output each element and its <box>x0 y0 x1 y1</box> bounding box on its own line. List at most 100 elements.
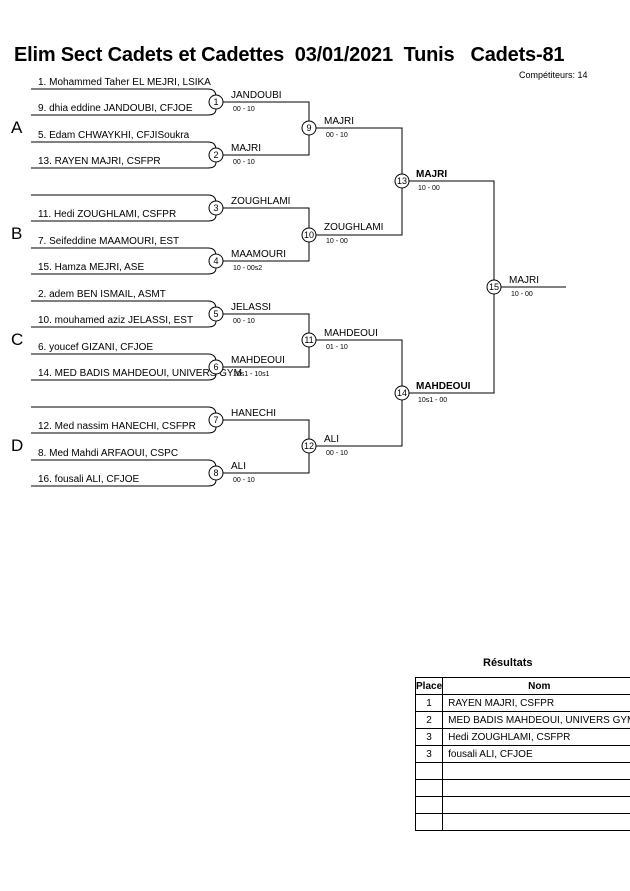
competitors-count: Compétiteurs: 14 <box>519 70 588 80</box>
match-winner: HANECHI <box>231 408 276 419</box>
competitor-entry: 5. Edam CHWAYKHI, CFJISoukra <box>38 130 190 141</box>
result-name <box>442 779 630 797</box>
match-number-circle <box>394 385 410 401</box>
result-name: MED BADIS MAHDEOUI, UNIVERS GYM <box>442 711 630 729</box>
results-header-row: Place Nom <box>414 677 630 695</box>
table-row: 1 RAYEN MAJRI, CSFPR <box>414 694 630 712</box>
result-name: fousali ALI, CFJOE <box>442 745 630 763</box>
match-number-circle <box>208 253 224 269</box>
pool-label: C <box>11 330 23 349</box>
match-score: 00 - 10 <box>233 106 255 113</box>
result-place <box>414 779 444 797</box>
table-row: 2 MED BADIS MAHDEOUI, UNIVERS GYM <box>414 711 630 729</box>
result-name: Hedi ZOUGHLAMI, CSFPR <box>442 728 630 746</box>
match-winner: MAJRI <box>324 116 354 127</box>
match-number: 1 <box>213 97 218 107</box>
table-row <box>414 779 630 797</box>
match-number-circle <box>208 465 224 481</box>
competitor-entry: 15. Hamza MEJRI, ASE <box>38 262 144 273</box>
result-place: 3 <box>414 728 444 746</box>
match-winner: JANDOUBI <box>231 90 282 101</box>
results-table: Place Nom 1 RAYEN MAJRI, CSFPR 2 MED BAD… <box>414 677 630 831</box>
page-title: Elim Sect Cadets et Cadettes 03/01/2021 … <box>14 44 565 66</box>
match-number-circle <box>208 147 224 163</box>
competitor-entry: 8. Med Mahdi ARFAOUI, CSPC <box>38 448 178 459</box>
match-number-circle <box>301 438 317 454</box>
match-number-circle <box>301 120 317 136</box>
match-winner: MAJRI <box>416 169 447 180</box>
result-place <box>414 796 444 814</box>
competitor-entry: 10. mouhamed aziz JELASSI, EST <box>38 315 193 326</box>
result-name <box>442 796 630 814</box>
match-winner: ZOUGHLAMI <box>324 222 383 233</box>
match-score: 01 - 10 <box>326 344 348 351</box>
result-place <box>414 813 444 831</box>
match-number: 14 <box>397 388 407 398</box>
match-winner: ALI <box>231 461 246 472</box>
result-place <box>414 762 444 780</box>
match-score: 10 - 00 <box>418 185 440 192</box>
match-winner: MAHDEOUI <box>231 355 285 366</box>
match-score: 10s1 - 10s1 <box>233 371 270 378</box>
result-place: 3 <box>414 745 444 763</box>
table-row <box>414 813 630 831</box>
match-winner: ALI <box>324 434 339 445</box>
table-row <box>414 762 630 780</box>
match-score: 00 - 10 <box>326 450 348 457</box>
pool-label: B <box>11 224 22 243</box>
match-number: 12 <box>304 441 314 451</box>
match-score: 10 - 00s2 <box>233 265 262 272</box>
match-number-circle <box>208 306 224 322</box>
table-row: 3 Hedi ZOUGHLAMI, CSFPR <box>414 728 630 746</box>
competitor-entry: 11. Hedi ZOUGHLAMI, CSFPR <box>38 209 176 220</box>
match-number-circle <box>208 200 224 216</box>
competitor-entry: 2. adem BEN ISMAIL, ASMT <box>38 289 166 300</box>
match-number: 10 <box>304 230 314 240</box>
column-header-place: Place <box>414 677 444 695</box>
match-number-circle <box>208 412 224 428</box>
match-number-circle <box>301 227 317 243</box>
match-winner: MAHDEOUI <box>416 381 471 392</box>
match-score: 00 - 10 <box>233 477 255 484</box>
match-winner: MAJRI <box>509 275 539 286</box>
match-winner: MAAMOURI <box>231 249 286 260</box>
competitor-entry: 7. Seifeddine MAAMOURI, EST <box>38 236 179 247</box>
match-score: 10s1 - 00 <box>418 397 447 404</box>
match-score: 00 - 10 <box>326 132 348 139</box>
competitor-entry: 14. MED BADIS MAHDEOUI, UNIVERS GYM <box>38 368 242 379</box>
match-number-circle <box>208 359 224 375</box>
competitor-entry: 12. Med nassim HANECHI, CSFPR <box>38 421 196 432</box>
match-number: 13 <box>397 176 407 186</box>
match-score: 00 - 10 <box>233 159 255 166</box>
competitor-entry: 9. dhia eddine JANDOUBI, CFJOE <box>38 103 193 114</box>
pool-label: A <box>11 118 23 137</box>
competitor-entry: 16. fousali ALI, CFJOE <box>38 474 139 485</box>
match-number: 8 <box>213 468 218 478</box>
result-name <box>442 762 630 780</box>
competitor-entry: 6. youcef GIZANI, CFJOE <box>38 342 153 353</box>
match-winner: MAHDEOUI <box>324 328 378 339</box>
match-number: 9 <box>306 123 311 133</box>
table-row <box>414 796 630 814</box>
match-number-circle <box>208 94 224 110</box>
match-number: 2 <box>213 150 218 160</box>
match-number: 7 <box>213 415 218 425</box>
match-score: 00 - 10 <box>233 318 255 325</box>
match-number-circle <box>394 173 410 189</box>
match-winner: ZOUGHLAMI <box>231 196 290 207</box>
column-header-name: Nom <box>442 677 630 695</box>
competitor-entry: 13. RAYEN MAJRI, CSFPR <box>38 156 161 167</box>
table-row: 3 fousali ALI, CFJOE <box>414 745 630 763</box>
match-winner: MAJRI <box>231 143 261 154</box>
match-number: 6 <box>213 362 218 372</box>
result-name: RAYEN MAJRI, CSFPR <box>442 694 630 712</box>
match-number: 15 <box>489 282 499 292</box>
result-name <box>442 813 630 831</box>
results-title: Résultats <box>483 657 533 669</box>
result-place: 1 <box>414 694 444 712</box>
match-winner: JELASSI <box>231 302 271 313</box>
match-number: 5 <box>213 309 218 319</box>
match-score: 10 - 00 <box>511 291 533 298</box>
match-score: 10 - 00 <box>326 238 348 245</box>
